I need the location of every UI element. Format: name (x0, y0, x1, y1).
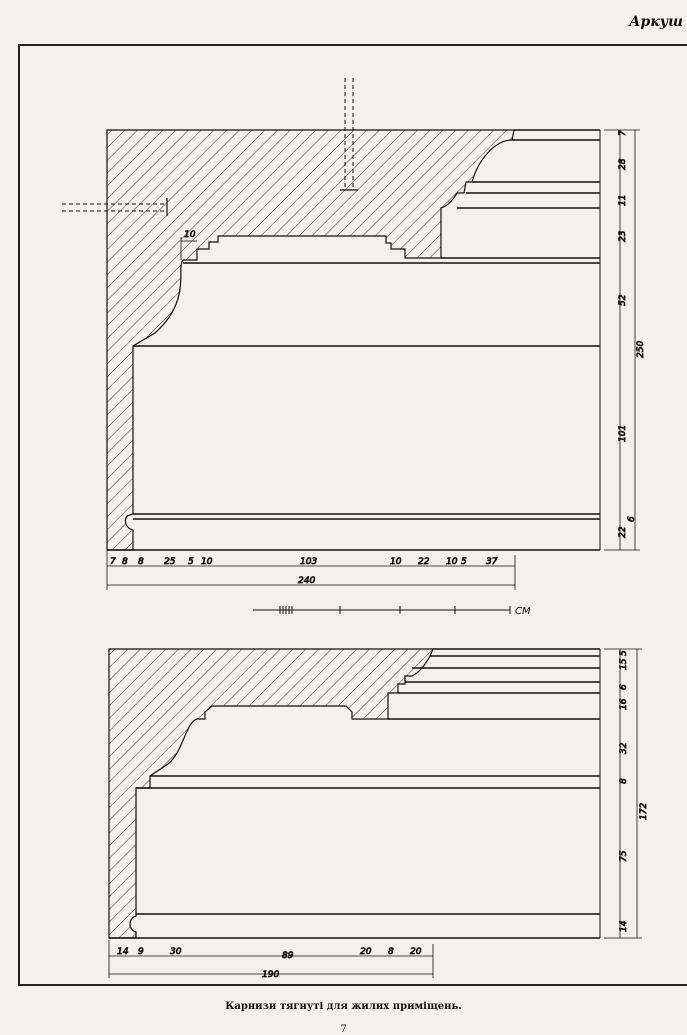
top-vdim-8: 6 (627, 516, 637, 522)
bottom-hdim-1: 14 (117, 947, 129, 957)
top-hatched-section (106, 129, 515, 551)
bottom-hdim-4: 89 (282, 951, 294, 961)
top-detail-dim-text: 10 (184, 230, 196, 240)
scale-unit: СМ (515, 606, 531, 617)
bottom-vdim-total: 172 (639, 803, 649, 820)
bottom-hdim-3: 30 (170, 947, 182, 957)
top-hdim-10: 10 (446, 557, 458, 567)
top-vdim-5: 52 (618, 294, 628, 306)
bottom-vdim-3: 6 (619, 684, 629, 690)
bottom-hdim-total: 190 (262, 970, 279, 980)
bottom-vdim-5: 32 (619, 742, 629, 754)
top-hdim-12: 37 (486, 557, 498, 567)
bottom-vdim-1: 5 (619, 650, 629, 656)
bottom-vdim-8: 14 (619, 920, 629, 932)
bottom-vertical-dimensions: 5 15 6 16 32 8 75 14 172 (604, 648, 649, 939)
scale-bar (253, 606, 511, 614)
bottom-hdim-5: 20 (360, 947, 372, 957)
top-hdim-total: 240 (298, 576, 315, 586)
figure-caption: Карнизи тягнуті для жилих приміщень. (225, 1001, 462, 1012)
top-vdim-3: 11 (618, 195, 628, 206)
top-vdim-2: 28 (618, 158, 628, 170)
top-hdim-8: 10 (390, 557, 402, 567)
top-hdim-11: 5 (461, 557, 467, 567)
top-hdim-4: 25 (164, 557, 176, 567)
cornice-top-profile (62, 78, 601, 551)
top-hdim-9: 22 (418, 557, 430, 567)
top-vdim-1: 7 (618, 130, 628, 136)
top-hdim-6: 10 (201, 557, 213, 567)
top-horizontal-dimensions: 7 8 8 25 5 10 103 10 22 10 5 37 240 (106, 550, 516, 590)
bottom-vdim-4: 16 (619, 698, 629, 710)
bottom-hatched-section (108, 648, 434, 939)
top-hdim-7: 103 (300, 557, 317, 567)
bottom-horizontal-dimensions: 14 9 30 89 20 8 20 190 (108, 940, 434, 980)
sheet-label: Аркуш (629, 14, 683, 30)
top-vdim-total: 250 (636, 341, 646, 358)
top-hdim-3: 8 (138, 557, 144, 567)
top-hdim-2: 8 (122, 557, 128, 567)
top-vdim-7: 22 (618, 526, 628, 538)
top-vertical-dimensions: 7 28 11 23 52 101 22 6 250 (604, 129, 646, 551)
bottom-hdim-2: 9 (138, 947, 144, 957)
top-hdim-1: 7 (110, 557, 116, 567)
bottom-hdim-7: 20 (410, 947, 422, 957)
top-vdim-4: 23 (618, 230, 628, 242)
bottom-hdim-6: 8 (388, 947, 394, 957)
cornice-bottom-profile (108, 648, 601, 939)
top-hdim-5: 5 (188, 557, 194, 567)
bottom-vdim-2: 15 (619, 658, 629, 670)
top-vdim-6: 101 (618, 425, 628, 442)
bottom-vdim-7: 75 (619, 850, 629, 862)
drawing-frame (18, 44, 687, 986)
bottom-vdim-6: 8 (619, 778, 629, 784)
page-number: 7 (340, 1024, 347, 1035)
top-detail-dimension: 10 (180, 230, 197, 260)
